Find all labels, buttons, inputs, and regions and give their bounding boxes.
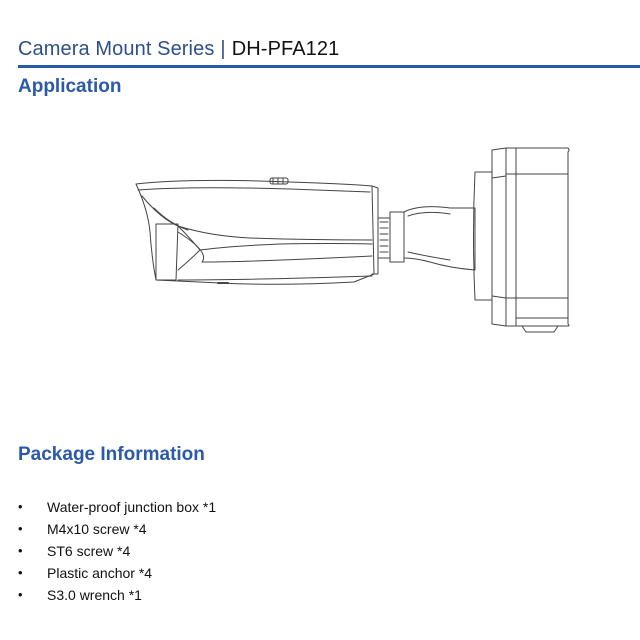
bullet-icon: • [18,521,23,536]
list-item: •Water-proof junction box *1 [18,496,216,518]
bullet-icon: • [18,587,23,602]
bullet-camera-icon [135,177,379,285]
bullet-icon: • [18,543,23,558]
list-item: •Plastic anchor *4 [18,562,216,584]
mount-joint-icon [377,211,405,263]
application-heading: Application [18,76,122,97]
document-header: Camera Mount Series|DH-PFA121 [18,38,339,61]
header-rule [18,65,640,68]
package-information-heading: Package Information [18,444,205,465]
bullet-icon: • [18,565,23,580]
list-item: •M4x10 screw *4 [18,518,216,540]
package-list: •Water-proof junction box *1 •M4x10 scre… [18,496,216,606]
series-title: Camera Mount Series [18,38,215,60]
list-item: •S3.0 wrench *1 [18,584,216,606]
junction-box-icon [473,147,570,333]
mount-arm-icon [403,206,476,271]
header-separator: | [220,38,226,60]
camera-mount-diagram-icon [135,147,570,333]
bullet-icon: • [18,499,23,514]
list-item: •ST6 screw *4 [18,540,216,562]
model-number: DH-PFA121 [231,38,340,60]
